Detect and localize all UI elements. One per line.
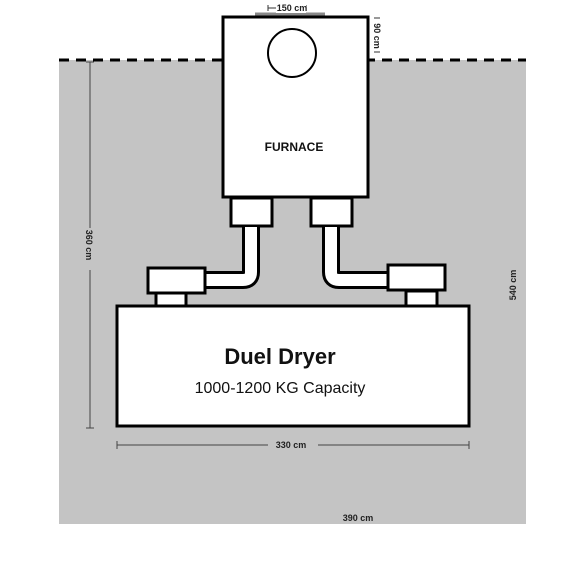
dryer-width-label: 330 cm xyxy=(276,440,307,450)
dryer-inlet-left-base xyxy=(154,291,188,308)
dryer-title: Duel Dryer xyxy=(224,344,336,369)
dryer-inlet-right-top xyxy=(386,263,447,292)
dryer-inlet-left-top xyxy=(146,266,207,295)
dryer: Duel Dryer 1000-1200 KG Capacity xyxy=(115,304,471,428)
dryer-width-dimension: 330 cm xyxy=(116,440,470,450)
furnace-burner-circle xyxy=(267,28,317,78)
furnace-depth-dimension: 90 cm xyxy=(372,17,382,53)
furnace-width-dimension: 150 cm xyxy=(255,2,325,16)
dryer-capacity: 1000-1200 KG Capacity xyxy=(195,380,366,397)
room-height-left-dimension: 360 cm xyxy=(84,61,94,429)
pipe-left xyxy=(205,227,260,289)
furnace-width-label: 150 cm xyxy=(277,3,308,13)
room-height-right-label: 540 cm xyxy=(508,270,518,301)
room-height-left-label: 360 cm xyxy=(84,230,94,261)
furnace-outlet-right xyxy=(309,196,354,228)
furnace-depth-label: 90 cm xyxy=(372,23,382,49)
furnace: FURNACE xyxy=(221,15,370,199)
dryer-inlet-right-base xyxy=(404,289,439,308)
furnace-outlet-left xyxy=(229,196,274,228)
pipe-right xyxy=(322,227,388,289)
room-width-label: 390 cm xyxy=(343,513,374,523)
furnace-label: FURNACE xyxy=(265,140,324,154)
